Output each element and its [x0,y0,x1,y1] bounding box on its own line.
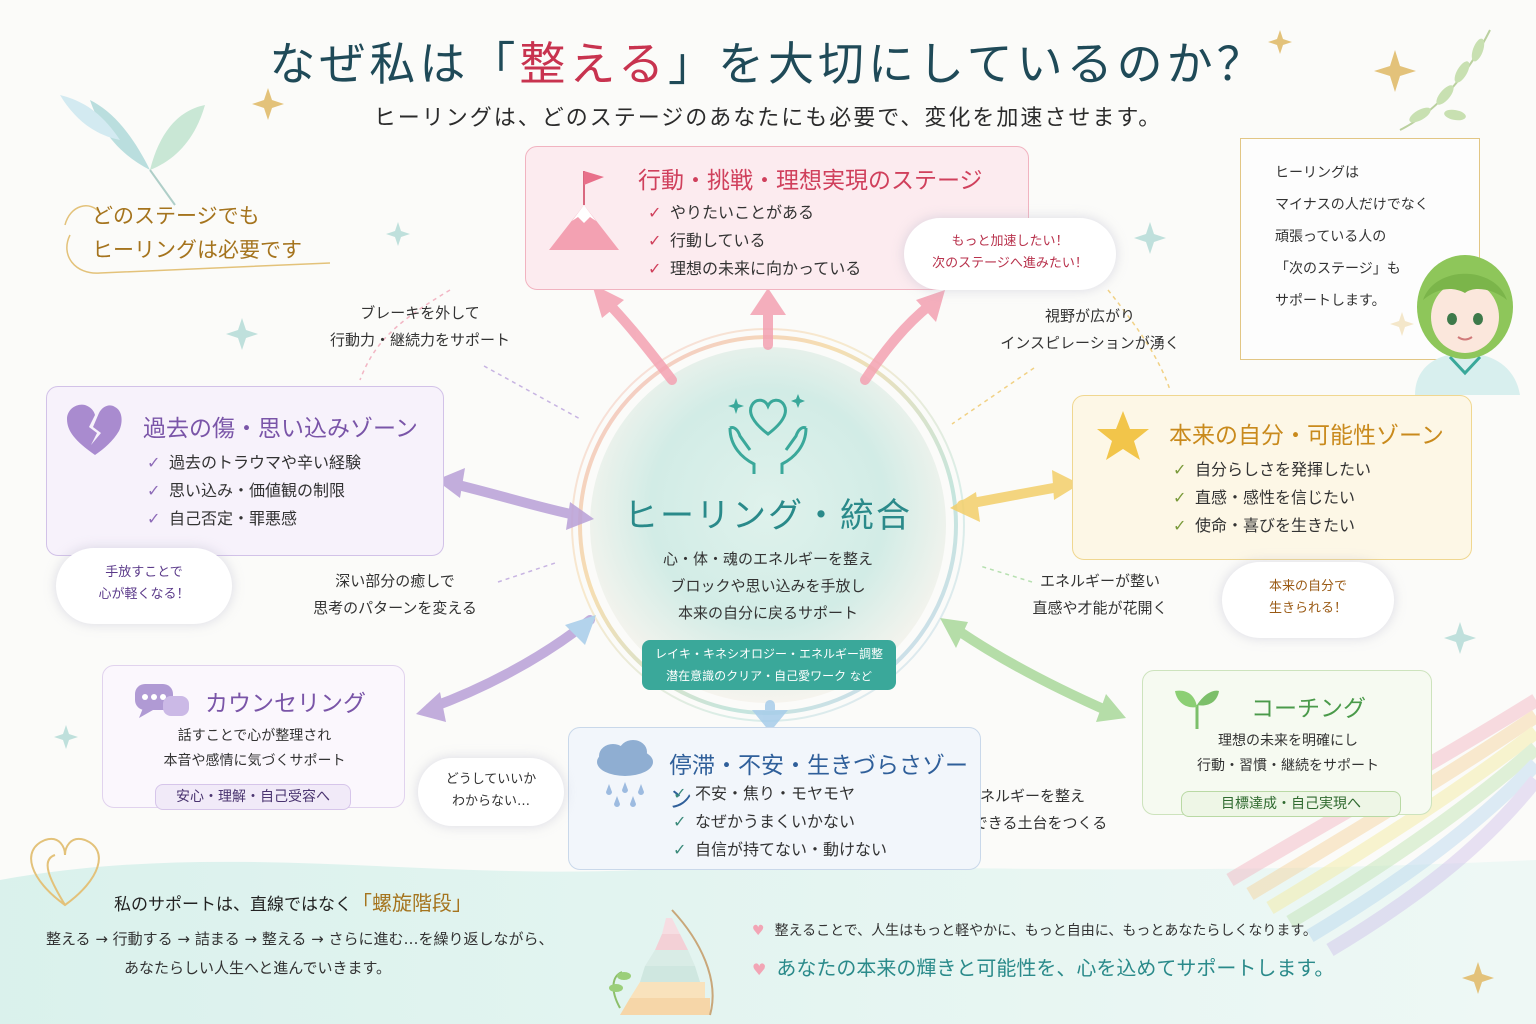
coaching-desc: 理想の未来を明確にし行動・習慣・継続をサポート [1197,733,1379,774]
heart-outline-icon [30,837,100,907]
past-cloud: 手放すことで心が軽くなる！ [56,548,232,624]
banner-line1: どのステージでも [92,204,260,228]
bottom-wave [0,860,1536,1024]
dashed-arrows [359,289,1171,583]
stuck-zone-title: 停滞・不安・生きづらさゾーン [669,753,968,813]
right-card-line2: マイナスの人だけでなく [1275,197,1429,213]
true-cloud: 本来の自分で生きられる！ [1222,562,1394,638]
bottom-right-text: ♥ 整えることで、人生はもっと軽やかに、もっと自由に、もっとあなたらしくなります。… [752,920,1452,981]
list-item: ✓自信が持てない・動けない [673,840,888,859]
mountain-flag-icon [544,165,624,255]
page-subtitle: ヒーリングは、どのステージのあなたにも必要で、変化を加速させます。 [373,106,1163,131]
right-card-line4: 「次のステージ」も [1275,261,1401,277]
spiral-line1: 整える → 行動する → 詰まる → 整える → さらに進む…を繰り返しながら、 [46,930,554,948]
right-card-line5: サポートします。 [1275,293,1386,309]
center-circle [590,347,946,703]
top-cloud-line1: もっと加速したい！ [951,234,1069,249]
banner-line2: ヒーリングは必要です [92,238,302,262]
list-item: ✓不安・焦り・モヤモヤ [673,784,856,803]
arrow-right [950,470,1080,522]
spiral-stairs-icon [600,880,730,1020]
arrow-down [752,700,788,732]
note-foundation: エネルギーを整え安心できる土台をつくる [942,787,1108,832]
past-zone-list: ✓過去のトラウマや辛い経験 ✓思い込み・価値観の制限 ✓自己否定・罪悪感 [147,449,361,533]
arrow-up-left [592,284,677,385]
girl-avatar-icon [1395,245,1530,395]
counseling-pill: 安心・理解・自己受容へ [155,784,351,810]
coaching-box: コーチング 理想の未来を明確にし行動・習慣・継続をサポート 目標達成・自己実現へ [1142,670,1432,817]
heart-icon: ♥ [752,960,767,979]
title-highlight: 整える [519,37,668,91]
leaf-icon [1399,29,1491,131]
right-card-line3: 頑張っている人の [1275,229,1387,245]
note-vision: 視野が広がりインスピレーションが湧く [1000,307,1180,352]
top-stage-list: ✓やりたいことがある ✓行動している ✓理想の未来に向かっている [648,199,861,283]
stuck-cloud: どうしていいかわからない… [418,758,564,826]
banner-swirl [64,205,331,274]
bottom-left-text: 私のサポートは、直線ではなく「螺旋階段」 整える → 行動する → 詰まる → … [46,887,616,978]
counseling-desc: 話すことで心が整理され本音や感情に気づくサポート [163,728,346,769]
heart-icon: ♥ [752,923,765,939]
title-before: なぜ私は「 [269,37,520,91]
coaching-pill: 目標達成・自己実現へ [1181,791,1401,817]
stuck-zone-list: ✓不安・焦り・モヤモヤ ✓なぜかうまくいかない ✓自信が持てない・動けない [673,780,887,864]
true-zone-list: ✓自分らしさを発揮したい ✓直感・感性を信じたい ✓使命・喜びを生きたい [1173,456,1371,540]
list-item: ✓使命・喜びを生きたい [1173,516,1356,535]
counseling-box: カウンセリング 話すことで心が整理され本音や感情に気づくサポート 安心・理解・自… [102,665,405,810]
true-zone-title: 本来の自分・可能性ゾーン [1169,423,1444,449]
list-item: ✓直感・感性を信じたい [1173,488,1356,507]
center-desc: 心・体・魂のエネルギーを整えブロックや思い込みを手放し本来の自分に戻るサポート [662,550,873,622]
arrow-up [750,288,786,350]
center-title: ヒーリング・統合 [624,496,912,536]
past-zone-box: 過去の傷・思い込みゾーン ✓過去のトラウマや辛い経験 ✓思い込み・価値観の制限 … [46,386,444,556]
center-methods-badge: レイキ・キネシオロジー・エネルギー調整 潜在意識のクリア・自己愛ワーク など [642,640,896,690]
list-item: ✓行動している [648,231,766,250]
true-zone-box: 本来の自分・可能性ゾーン ✓自分らしさを発揮したい ✓直感・感性を信じたい ✓使… [1072,395,1472,560]
heart-hands-icon [722,388,814,478]
top-cloud: もっと加速したい！ 次のステージへ進みたい！ [904,218,1116,290]
note-deep: 深い部分の癒しで思考のパターンを変える [313,572,477,617]
spiral-line2: あなたらしい人生へと進んでいきます。 [124,959,392,977]
list-item: ✓やりたいことがある [648,203,815,222]
right-card-line1: ヒーリングは [1275,165,1359,181]
arrow-down-right [940,618,1126,722]
counseling-title: カウンセリング [205,691,366,717]
coaching-title: コーチング [1251,696,1366,722]
list-item: ✓思い込み・価値観の制限 [147,481,346,500]
note-brake: ブレーキを外して行動力・継続力をサポート [329,304,510,349]
arrow-up-right [860,290,945,385]
list-item: ✓なぜかうまくいかない [673,812,856,831]
spiral-heading: 私のサポートは、直線ではなく「螺旋階段」 [114,891,472,915]
list-item: ✓理想の未来に向かっている [648,259,862,278]
note-energy: エネルギーが整い直感や才能が花開く [1032,572,1168,617]
closing-line2: あなたの本来の輝きと可能性を、心を込めてサポートします。 [776,956,1335,980]
list-item: ✓自分らしさを発揮したい [1173,460,1372,479]
list-item: ✓過去のトラウマや辛い経験 [147,453,362,472]
page-title: なぜ私は「整える」を大切にしているのか？ [0,28,1536,94]
arrow-down-left [416,615,596,722]
list-item: ✓自己否定・罪悪感 [147,509,298,528]
title-after: 」を大切にしているのか？ [668,37,1267,91]
top-cloud-line2: 次のステージへ進みたい！ [932,256,1088,271]
top-stage-title: 行動・挑戦・理想実現のステージ [638,168,983,194]
leaf-icon [60,95,205,206]
stuck-zone-box: 停滞・不安・生きづらさゾーン ✓不安・焦り・モヤモヤ ✓なぜかうまくいかない ✓… [568,727,981,870]
arrow-left [436,468,594,530]
closing-line1: 整えることで、人生はもっと軽やかに、もっと自由に、もっとあなたらしくなります。 [774,923,1317,939]
past-zone-title: 過去の傷・思い込みゾーン [143,416,418,442]
left-banner: どのステージでも ヒーリングは必要です [60,195,360,280]
